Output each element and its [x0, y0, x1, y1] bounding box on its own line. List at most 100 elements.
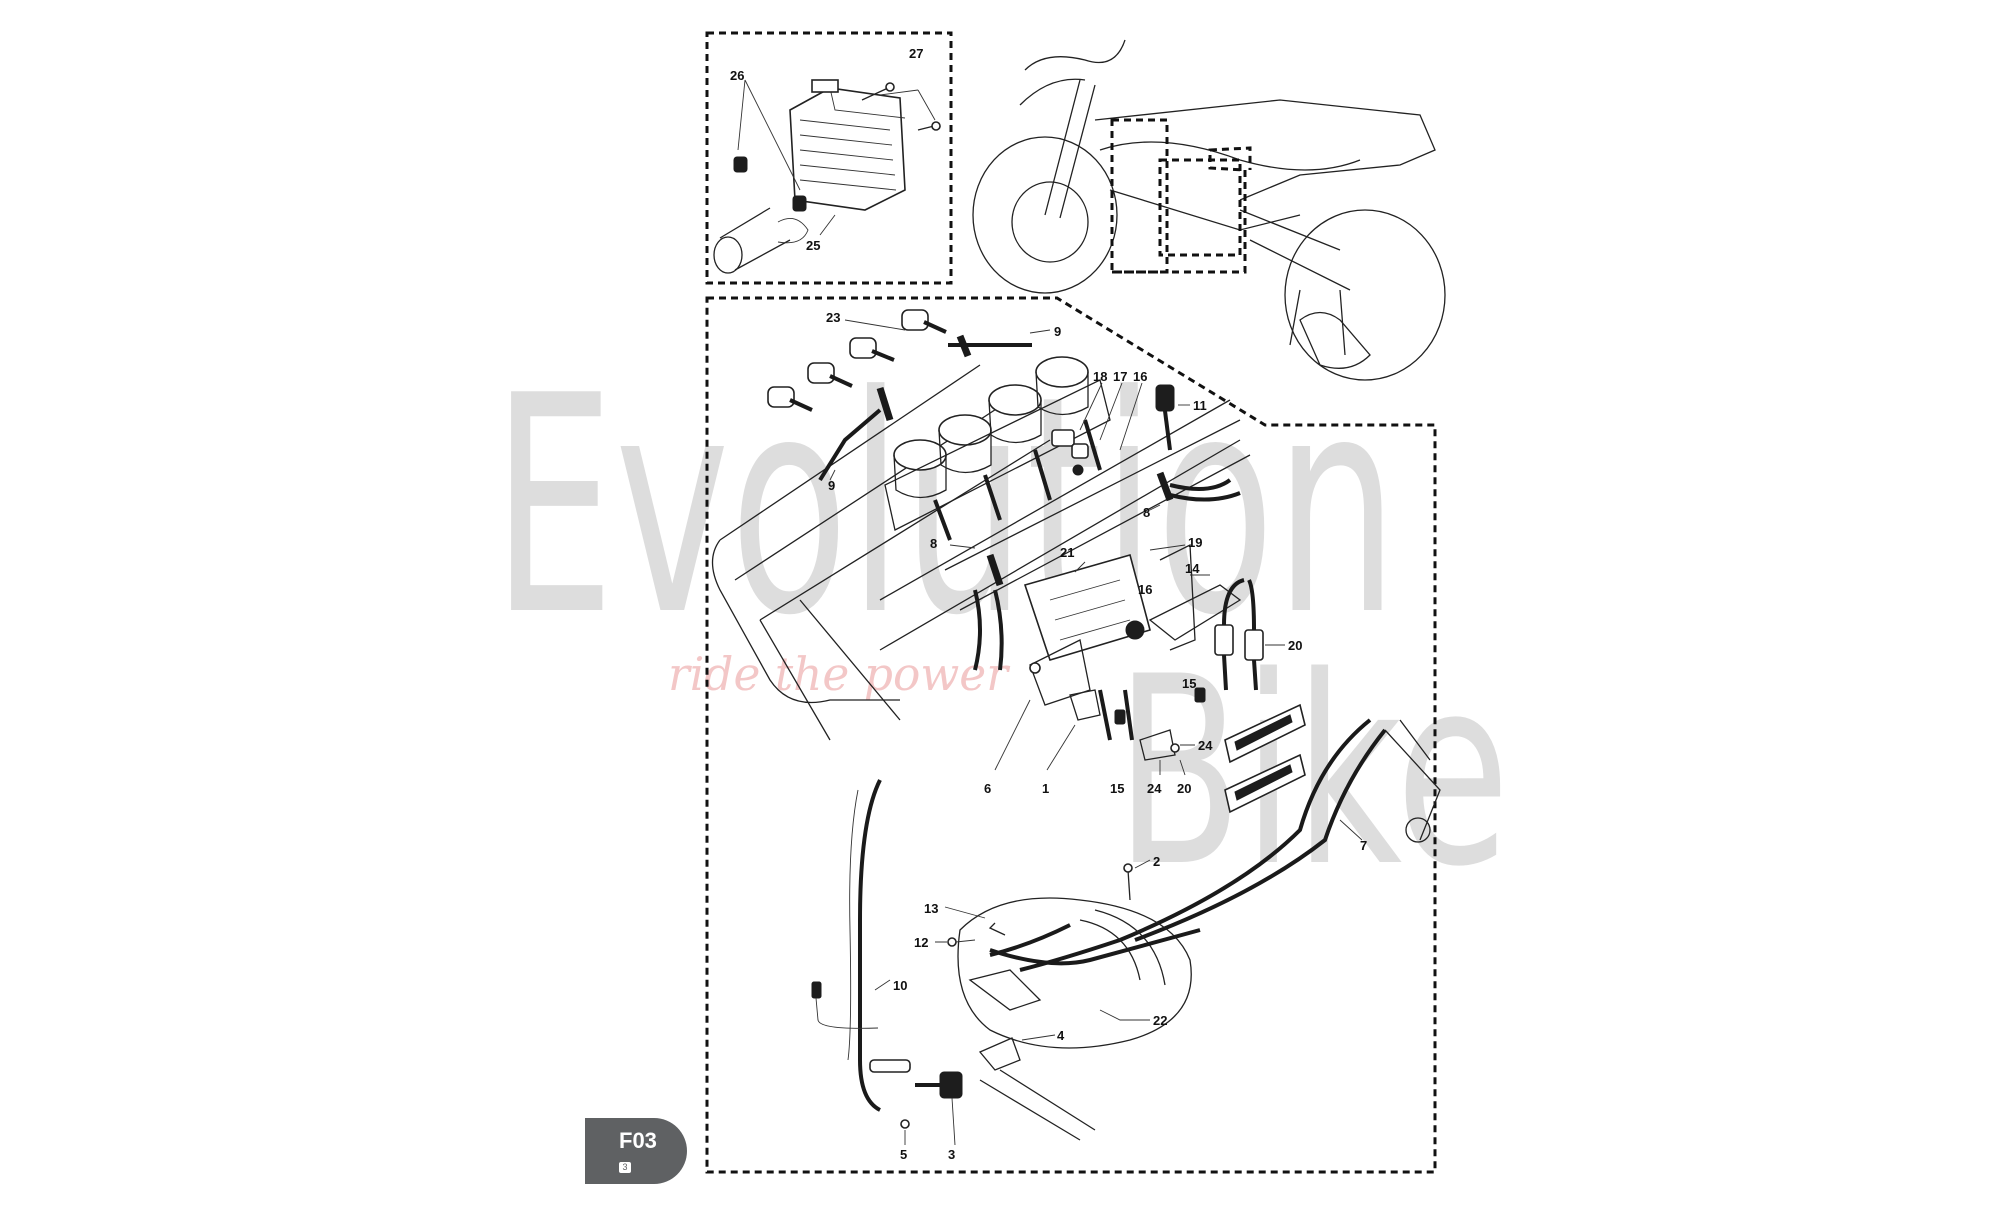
handlebar — [1019, 39, 1126, 106]
relay-box: 14 16 20 15 15 — [1110, 561, 1302, 796]
injector-wires — [933, 419, 1102, 541]
regulator-inset-frame — [705, 31, 953, 285]
throttle-body-1 — [893, 439, 947, 499]
main-diagram-frame — [705, 296, 1437, 1174]
relay-20 — [1214, 578, 1264, 691]
frame-tube — [719, 207, 791, 271]
ecu-plate-19 — [1159, 543, 1196, 651]
clip-24 — [1139, 729, 1176, 761]
page-badge: F03 3 — [585, 1118, 687, 1184]
connector-10-end — [811, 981, 822, 999]
exhaust — [1299, 311, 1371, 369]
swingarm-detail — [979, 1069, 1096, 1141]
part-1 — [1069, 689, 1101, 721]
callout-15: 15 — [1182, 676, 1196, 691]
connector-15 — [1114, 687, 1206, 725]
rear-wheel — [1284, 209, 1446, 381]
callout-12: 12 — [914, 935, 928, 950]
callout-24: 24 — [1198, 738, 1213, 753]
ignition-coil-23 — [901, 309, 947, 334]
oring-16 — [1072, 464, 1084, 476]
motorcycle-overview — [972, 39, 1446, 381]
callout-20: 20 — [1288, 638, 1302, 653]
harness-8: 8 8 — [930, 419, 1251, 671]
throttle-body-4 — [1035, 356, 1089, 416]
callout-17: 17 — [1113, 369, 1127, 384]
grommet-26 — [733, 156, 807, 212]
callout-13: 13 — [924, 901, 938, 916]
harness-clamps-9: 9 9 — [818, 324, 1061, 493]
screw-5 — [900, 1119, 910, 1129]
engine-side-components: 22 2 13 12 — [914, 854, 1201, 1049]
callout-26: 26 — [730, 68, 744, 83]
throttle-body-2 — [938, 414, 992, 474]
sensor-11 — [1155, 384, 1175, 451]
callout-9: 9 — [1054, 324, 1061, 339]
watermark-word-2: Bike — [1115, 622, 1510, 924]
page-code: F03 — [619, 1128, 657, 1153]
page-sub-number: 3 — [619, 1162, 631, 1173]
callout-3: 3 — [948, 1147, 955, 1162]
lower-relays: 24 24 20 — [1098, 689, 1213, 796]
callout-25: 25 — [806, 238, 820, 253]
ecu-bracket: 21 19 — [1023, 535, 1202, 661]
ecu-21 — [1023, 554, 1151, 661]
callout-16: 16 — [1133, 369, 1147, 384]
callout-4: 4 — [1057, 1028, 1065, 1043]
callout-15-b: 15 — [1110, 781, 1124, 796]
callout-18: 18 — [1093, 369, 1107, 384]
callout-9-b: 9 — [828, 478, 835, 493]
highlight-area-3 — [1158, 158, 1242, 257]
callout-19: 19 — [1188, 535, 1202, 550]
front-fork — [1044, 79, 1096, 219]
frame-rails — [711, 364, 1241, 741]
bracket-4 — [978, 1037, 1021, 1071]
voltage-regulator — [789, 79, 906, 211]
throttle-body-assembly — [884, 356, 1111, 541]
throttle-body-3 — [988, 384, 1042, 444]
starter-motor-22 — [957, 897, 1192, 1049]
sensor-17 — [1071, 443, 1089, 459]
callout-14: 14 — [1185, 561, 1200, 576]
frame-lines — [1099, 141, 1361, 231]
bolt-2 — [1127, 869, 1131, 901]
cable-connector — [869, 1059, 911, 1073]
ignition-coil-23 — [767, 386, 813, 412]
screw-12 — [947, 937, 957, 947]
mount-tab — [777, 217, 809, 244]
ignition-coil-23 — [849, 337, 895, 362]
swingarm — [1239, 209, 1351, 291]
watermark-tagline: ride the power — [668, 647, 1011, 701]
callout-7: 7 — [1360, 838, 1367, 853]
front-brake-disc — [1011, 181, 1089, 263]
bracket-assembly: 6 1 — [984, 639, 1101, 796]
fuse-blocks — [1224, 703, 1306, 814]
speed-sensor-group: 4 3 5 — [900, 1028, 1096, 1162]
grommet-16 — [1125, 620, 1145, 640]
ignition-coil-23 — [807, 362, 853, 388]
callout-24-b: 24 — [1147, 781, 1162, 796]
relay-14 — [1148, 584, 1242, 641]
watermark: Evolution Bike ride the power — [492, 332, 1510, 924]
callout-11: 11 — [1193, 398, 1207, 413]
frame-tube-end — [713, 236, 743, 274]
callout-20-b: 20 — [1177, 781, 1191, 796]
bracket-6 — [1029, 639, 1091, 706]
callout-22: 22 — [1153, 1013, 1167, 1028]
regulator-inset: 26 27 25 — [705, 31, 953, 285]
callout-6: 6 — [984, 781, 991, 796]
sensor-cable-10: 10 — [811, 779, 911, 1112]
stand — [1289, 289, 1346, 356]
tank-and-seat — [1094, 99, 1436, 201]
callout-10: 10 — [893, 978, 907, 993]
sensor-3 — [939, 1071, 963, 1099]
ignition-coils: 23 — [767, 309, 947, 412]
callout-1: 1 — [1042, 781, 1049, 796]
front-wheel — [972, 136, 1118, 294]
screw-27 — [861, 82, 941, 131]
highlight-area-2 — [1112, 146, 1252, 274]
callout-16-b: 16 — [1138, 582, 1152, 597]
callout-8: 8 — [1143, 505, 1150, 520]
